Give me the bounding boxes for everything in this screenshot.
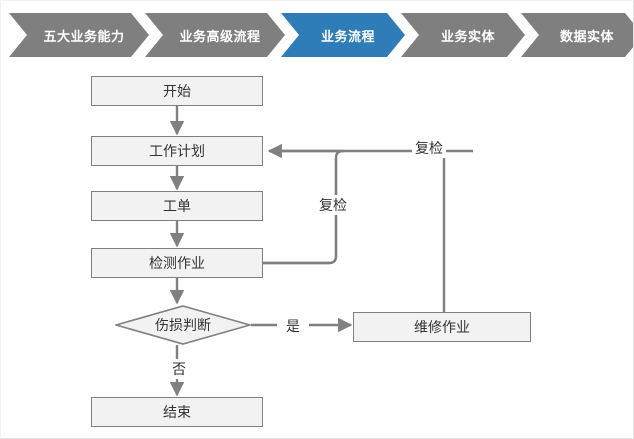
node-start[interactable]: 开始 xyxy=(91,76,263,106)
edge-label-yes: 是 xyxy=(283,316,303,336)
node-work-order[interactable]: 工单 xyxy=(91,191,263,221)
breadcrumb-item-5-label: 数据实体 xyxy=(559,29,614,45)
breadcrumb-item-1-label: 五大业务能力 xyxy=(43,29,125,45)
node-work-plan[interactable]: 工作计划 xyxy=(91,136,263,166)
breadcrumb-item-2[interactable]: 业务高级流程 xyxy=(145,13,285,57)
node-work-plan-label: 工作计划 xyxy=(149,144,205,160)
breadcrumb-item-3[interactable]: 业务流程 xyxy=(281,13,405,57)
node-start-label: 开始 xyxy=(163,84,191,100)
breadcrumb-item-4[interactable]: 业务实体 xyxy=(401,13,525,57)
node-inspection[interactable]: 检测作业 xyxy=(91,248,263,278)
edge-label-no: 否 xyxy=(169,359,189,379)
node-repair[interactable]: 维修作业 xyxy=(353,312,531,342)
breadcrumb-item-4-label: 业务实体 xyxy=(440,29,495,45)
node-damage-decision[interactable]: 伤损判断 xyxy=(115,305,251,345)
node-damage-decision-label: 伤损判断 xyxy=(155,318,211,334)
node-inspection-label: 检测作业 xyxy=(149,256,205,272)
breadcrumb-item-3-label: 业务流程 xyxy=(320,29,375,45)
diamond-shape xyxy=(115,305,251,345)
node-repair-label: 维修作业 xyxy=(414,320,470,336)
breadcrumb-item-2-label: 业务高级流程 xyxy=(179,29,261,45)
breadcrumb: 五大业务能力 业务高级流程 业务流程 业务实体 数据实体 xyxy=(1,13,634,57)
node-work-order-label: 工单 xyxy=(163,199,191,215)
breadcrumb-item-1[interactable]: 五大业务能力 xyxy=(9,13,149,57)
node-end-label: 结束 xyxy=(163,405,191,421)
edge-label-recheck-1: 复检 xyxy=(316,195,350,215)
edge-label-recheck-2: 复检 xyxy=(412,138,446,158)
node-end[interactable]: 结束 xyxy=(91,397,263,427)
breadcrumb-item-5[interactable]: 数据实体 xyxy=(521,13,634,57)
